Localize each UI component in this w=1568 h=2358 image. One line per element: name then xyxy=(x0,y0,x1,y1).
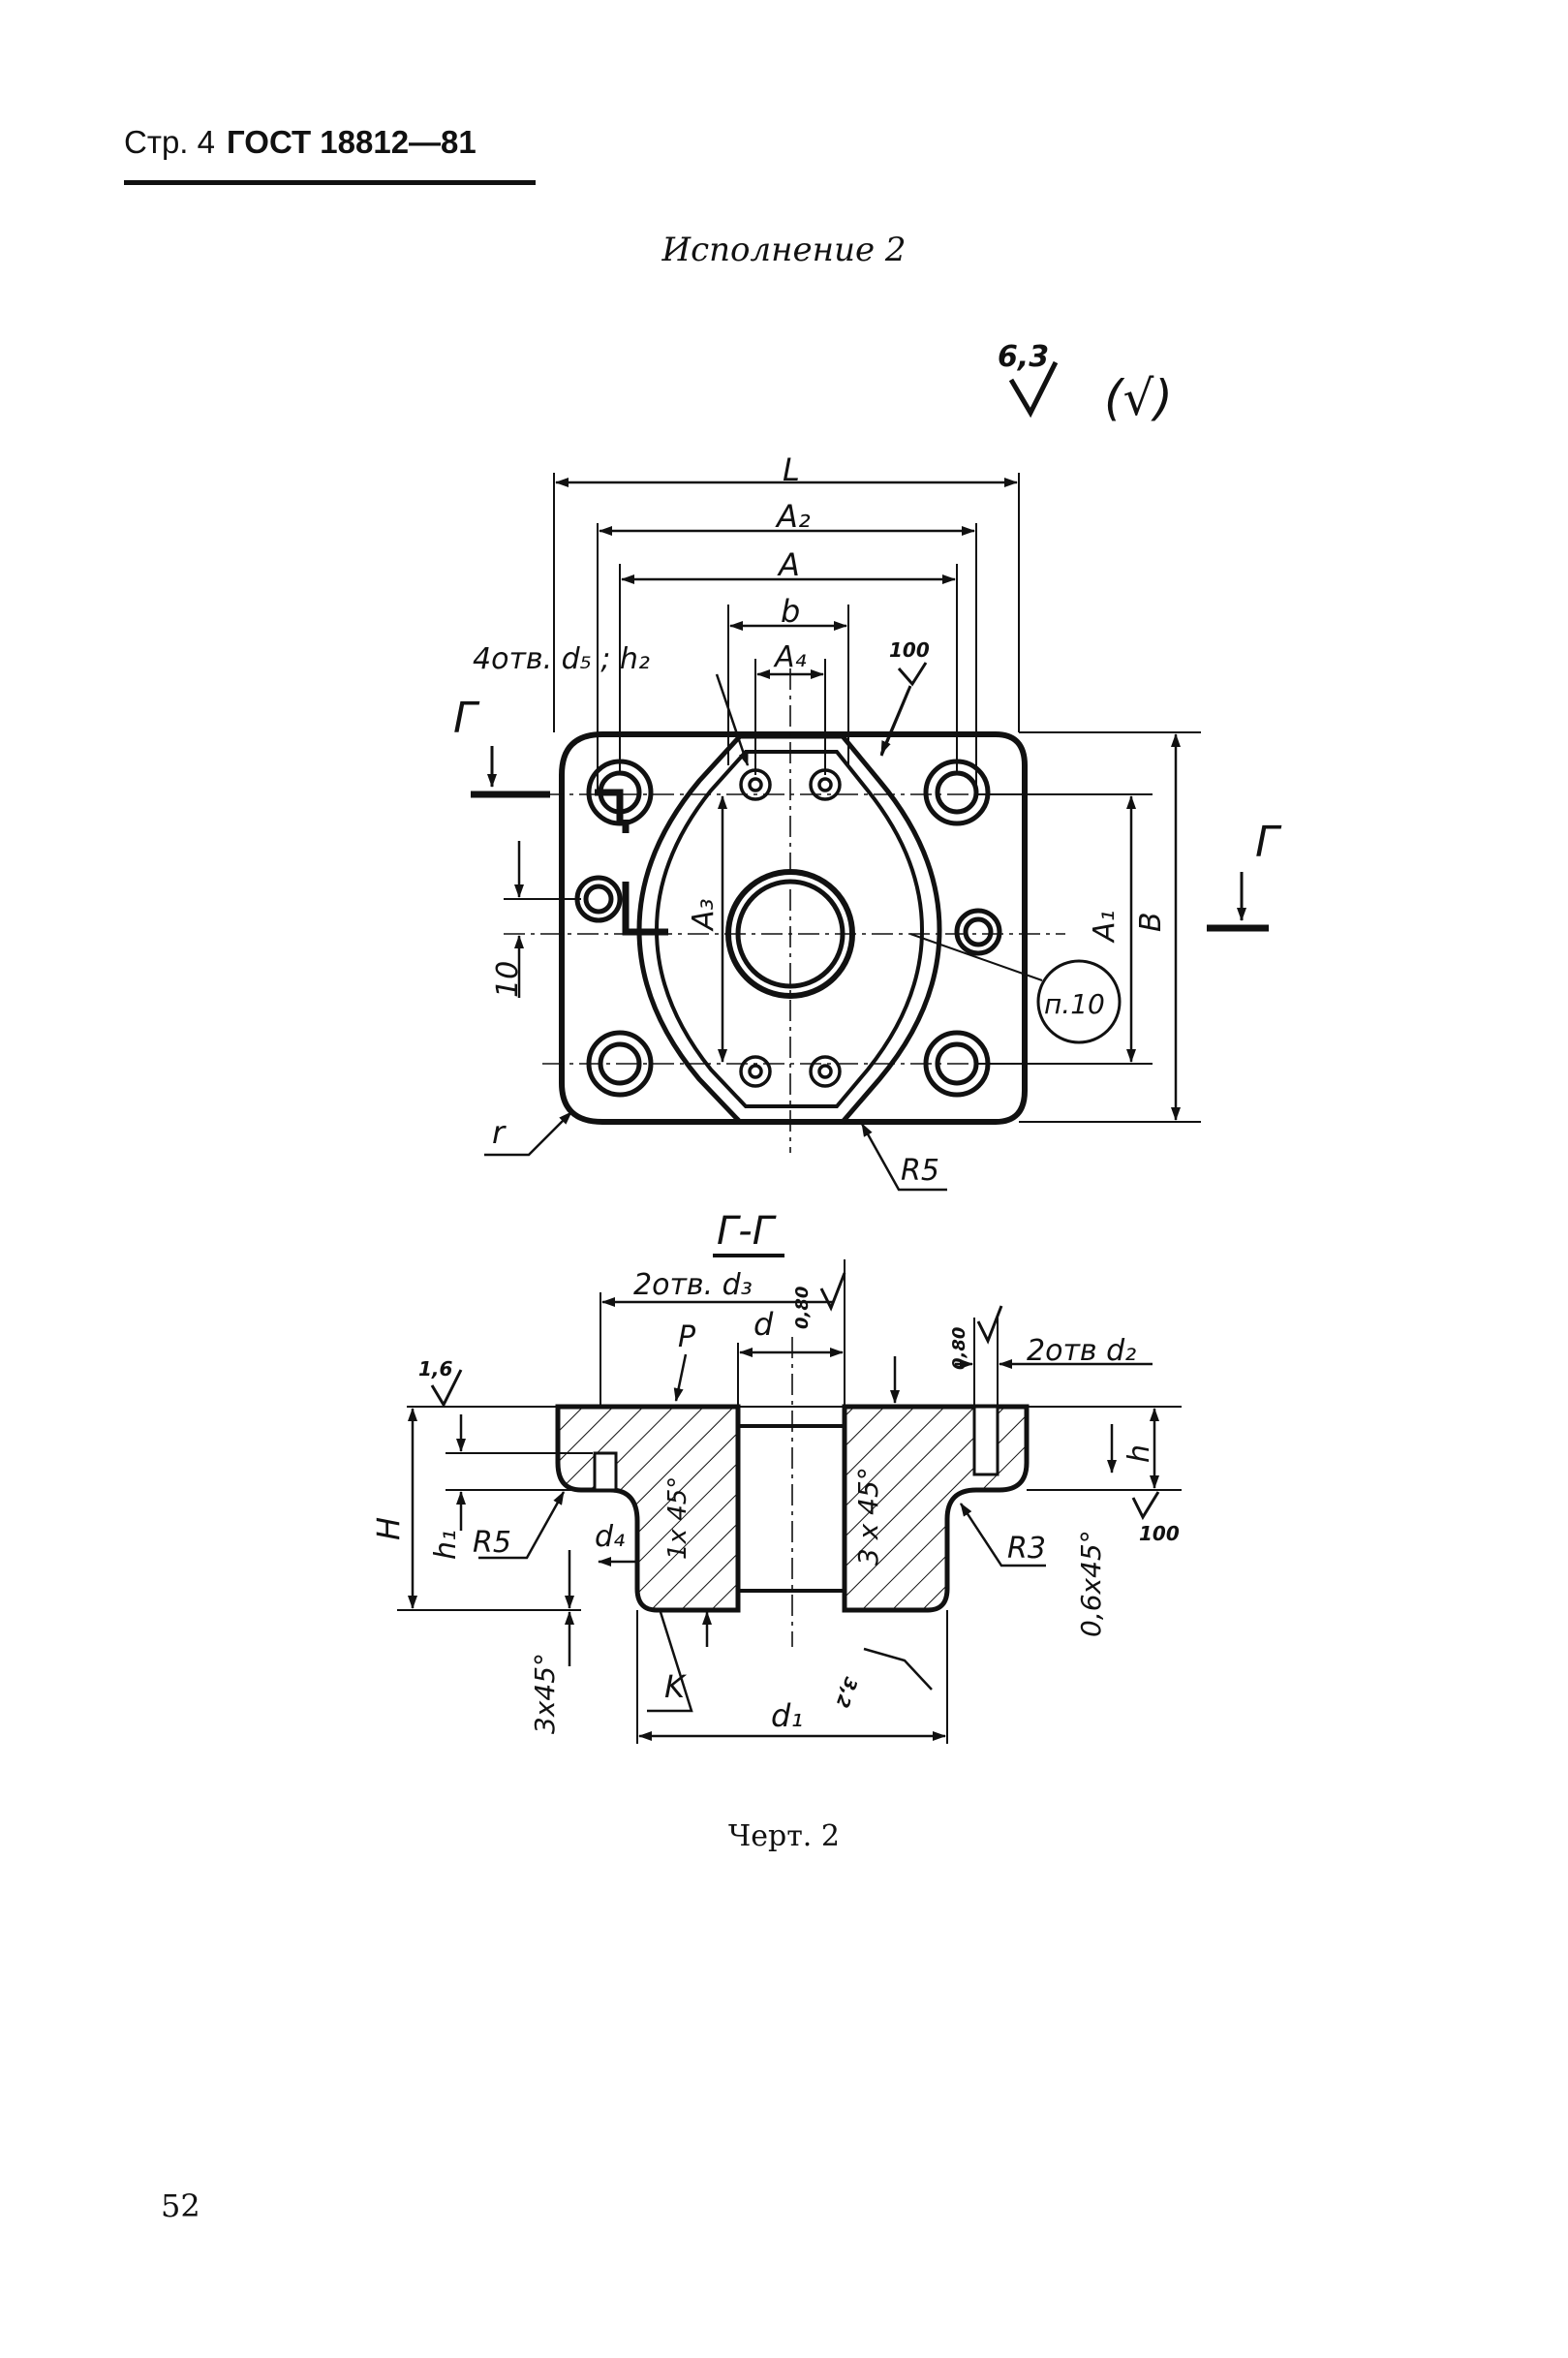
holes-d2: 2отв d₂ xyxy=(1027,1334,1136,1368)
radius-R5-plan: R5 xyxy=(860,1123,947,1192)
header-standard: ГОСТ 18812—81 xyxy=(227,124,477,160)
chamfer-1x45: 1x 45° xyxy=(663,1476,692,1560)
label-P: P xyxy=(678,1320,696,1354)
body-left-section xyxy=(555,1404,741,1613)
dim-A1: A₁ xyxy=(1088,910,1122,944)
holes-note: 4отв. d₅ ; h₂ xyxy=(473,642,650,676)
section-title: Г-Г xyxy=(717,1209,777,1254)
recess-outer xyxy=(636,733,942,1125)
small-holes xyxy=(739,768,842,1088)
roughness-value: 6,3 xyxy=(998,340,1049,374)
header-page-label: Стр. 4 xyxy=(124,124,215,160)
cut-mark-upper xyxy=(595,789,630,833)
dim-L: L xyxy=(783,451,800,488)
pin-hole-left xyxy=(593,1451,618,1492)
chamfer-3x45-bottom: 3x45° xyxy=(529,1653,561,1734)
chamfer-3x45-mid: 3 x 45° xyxy=(852,1467,884,1566)
roughness-symbol: 6,3 (√) xyxy=(998,340,1173,426)
page-number: 52 xyxy=(161,2187,200,2224)
section-marker-right: Г xyxy=(1207,818,1282,932)
svg-text:Г: Г xyxy=(453,694,480,743)
finish-3-2: 3,2 xyxy=(831,1674,861,1710)
finish-100-section: 100 xyxy=(1139,1522,1180,1545)
label-H: H xyxy=(370,1517,407,1540)
svg-text:Г: Г xyxy=(1255,818,1282,867)
header-rule xyxy=(124,180,536,185)
label-h1: h₁ xyxy=(429,1530,463,1560)
dim-A3: A₃ xyxy=(687,898,721,932)
finish-080-right: 0,80 xyxy=(949,1327,969,1370)
drawing-subtitle: Исполнение 2 xyxy=(661,231,907,269)
dim-b: b xyxy=(781,593,800,630)
chamfer-0-6x45: 0,6x45° xyxy=(1075,1530,1107,1637)
label-d1: d₁ xyxy=(771,1697,803,1734)
drawing-caption: Черт. 2 xyxy=(728,1819,840,1853)
roughness-other: (√) xyxy=(1104,370,1173,426)
cut-mark-lower xyxy=(622,882,668,936)
finish-100-plan: 100 xyxy=(889,638,930,662)
plan-view: L A₂ A b A₄ A₁ B A₃ xyxy=(453,451,1282,1192)
dim-A2: A₂ xyxy=(775,498,811,535)
svg-text:R5: R5 xyxy=(901,1154,939,1188)
label-d: d xyxy=(753,1306,774,1343)
finish-1-6: 1,6 xyxy=(418,1357,453,1381)
section-marker-left: Г xyxy=(453,694,550,798)
finish-080-left: 0,80 xyxy=(792,1287,813,1329)
dim-10: 10 xyxy=(491,841,581,998)
dim-B: B xyxy=(1134,912,1168,932)
label-R3: R3 xyxy=(1007,1532,1046,1566)
label-h: h xyxy=(1122,1444,1156,1463)
svg-text:r: r xyxy=(492,1114,507,1151)
pin-hole-right xyxy=(972,1405,999,1476)
recess-inner xyxy=(654,750,925,1108)
note-reference: п.10 xyxy=(909,933,1122,1044)
page-header: Стр. 4 ГОСТ 18812—81 xyxy=(124,124,477,161)
dim-A: A xyxy=(777,546,800,583)
plate-outline xyxy=(559,731,1028,1125)
holes-d3: 2отв. d₃ xyxy=(633,1268,753,1302)
section-view: Г-Г xyxy=(370,1209,1182,1744)
radius-r: r xyxy=(484,1111,572,1157)
label-R5-section: R5 xyxy=(473,1526,511,1560)
label-d4: d₄ xyxy=(595,1520,625,1554)
svg-text:10: 10 xyxy=(491,961,525,998)
svg-text:п.10: п.10 xyxy=(1044,988,1105,1020)
